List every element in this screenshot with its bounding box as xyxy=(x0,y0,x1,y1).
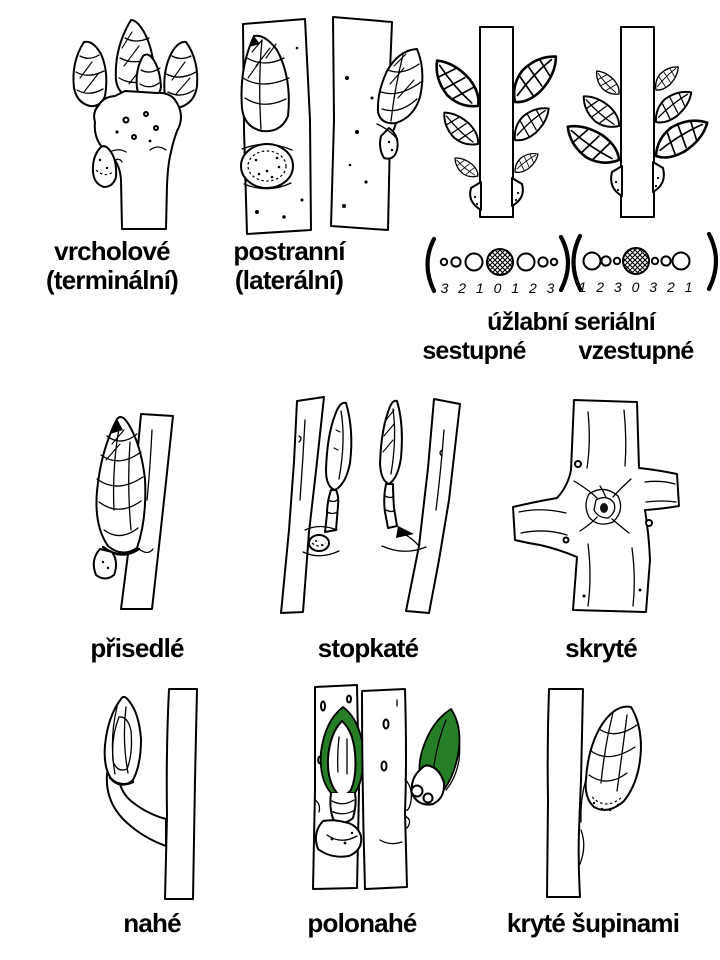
hidden-branch-cross xyxy=(512,399,680,613)
half-naked-label: polonahé xyxy=(307,908,417,938)
scale-covered-bud-figure xyxy=(546,688,642,898)
stalked-label: stopkaté xyxy=(317,633,419,663)
stalked-left-bud xyxy=(324,401,353,533)
lateral-bud-label-line1: postranní xyxy=(233,236,345,266)
stalked-left-node-scar xyxy=(302,525,340,557)
lateral-scar-bump xyxy=(376,123,399,160)
terminal-bud-figure xyxy=(72,19,199,230)
naked-label: nahé xyxy=(123,908,181,938)
hidden-bud-knot xyxy=(585,485,622,525)
terminal-bud-label-line2: (terminální) xyxy=(46,265,179,295)
sessile-label: přisedlé xyxy=(90,633,184,663)
stalked-left-twig xyxy=(280,396,325,614)
open-paren xyxy=(425,236,437,294)
descending-label: sestupné xyxy=(422,337,526,365)
serial-ascending-twig xyxy=(557,26,715,218)
scale-covered-twig xyxy=(546,688,584,898)
stalked-bud-figure xyxy=(280,396,461,614)
serial-heading-label: úžlabní seriální xyxy=(487,308,656,336)
bud-size-sequence-diagram: 3 2 1 0 1 2 3 1 2 3 0 3 2 1 xyxy=(425,231,719,296)
hidden-label: skryté xyxy=(565,633,638,663)
terminal-twig-texture xyxy=(107,111,167,154)
half-naked-right-bud xyxy=(404,707,461,829)
main-bud-circle xyxy=(486,248,514,276)
ascending-sequence-group: 1 2 3 0 3 2 1 xyxy=(571,231,719,295)
lateral-right-twig-texture xyxy=(342,76,374,208)
naked-twig xyxy=(164,688,198,900)
lateral-front-bud xyxy=(240,34,290,133)
lateral-bud-label-line2: (laterální) xyxy=(234,265,344,295)
scale-covered-bud xyxy=(584,705,642,812)
scale-covered-label: kryté šupinami xyxy=(506,908,680,938)
terminal-bud-label-line1: vrcholové xyxy=(54,236,170,266)
serial-descending-twig xyxy=(424,26,566,218)
sessile-bud-figure xyxy=(92,413,174,610)
ascending-label: vzestupné xyxy=(578,337,694,365)
serial-buds-figure xyxy=(424,26,715,218)
close-paren xyxy=(558,234,571,293)
hidden-bud xyxy=(600,503,608,513)
half-naked-right-twig xyxy=(361,688,408,890)
half-naked-right-twig-texture xyxy=(379,699,403,845)
half-naked-collar-scar xyxy=(314,792,363,858)
stalked-right-twig xyxy=(405,398,461,614)
sessile-bud xyxy=(95,416,147,554)
stalked-right-node xyxy=(381,526,427,552)
terminal-bud-label: vrcholové (terminální) xyxy=(46,236,179,295)
lateral-bud-figure xyxy=(240,16,424,235)
open-paren xyxy=(571,233,583,292)
naked-bud xyxy=(103,695,142,786)
ascending-numbers: 1 2 3 0 3 2 1 xyxy=(579,279,696,295)
stalked-right-bud xyxy=(379,399,403,529)
hidden-bud-figure xyxy=(512,399,680,613)
naked-bud-figure xyxy=(103,688,198,900)
sessile-collar-scar xyxy=(92,545,154,580)
terminal-side-bud xyxy=(91,145,123,188)
close-paren xyxy=(706,231,719,292)
lateral-bud-label: postranní (laterální) xyxy=(233,236,345,295)
lateral-leaf-scar xyxy=(240,143,294,190)
hidden-bark-texture xyxy=(518,409,677,607)
descending-sequence-group: 3 2 1 0 1 2 3 xyxy=(425,234,571,296)
descending-numbers: 3 2 1 0 1 2 3 xyxy=(441,280,558,296)
main-bud-circle xyxy=(622,247,650,275)
lateral-side-bud xyxy=(376,48,424,125)
terminal-bud-scales xyxy=(72,19,199,109)
half-naked-bud-figure xyxy=(312,684,461,890)
